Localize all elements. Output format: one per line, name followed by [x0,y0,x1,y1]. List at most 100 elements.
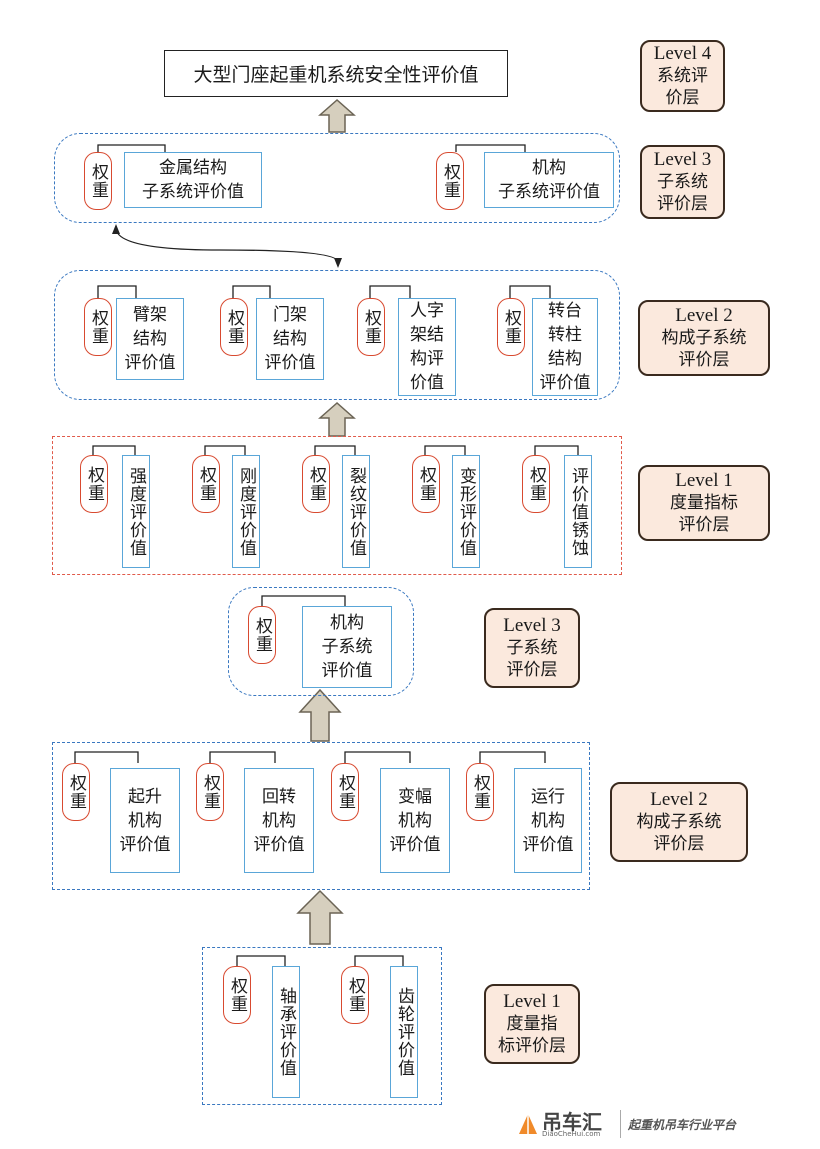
level-caption-1: 子系统 [506,638,558,658]
level-caption-2: 价层 [665,88,700,108]
portal-frame-structure-value: 门架 结构 评价值 [256,298,324,380]
weight-text: 权重 [526,466,546,502]
travel-mechanism-value: 运行 机构 评价值 [514,768,582,873]
level-number: Level 4 [653,43,712,64]
level-caption-2: 评价层 [506,660,558,680]
crack-value: 裂纹评价值 [342,455,370,568]
value-text: 机构 子系统 评价值 [321,613,373,681]
bearing-value: 轴承评价值 [272,966,300,1098]
level-number: Level 2 [675,305,733,326]
strength-value: 强度评价值 [122,455,150,568]
weight-text: 权重 [416,466,436,502]
weight-tag: 权重 [331,763,359,821]
weight-tag: 权重 [220,298,248,356]
weight-tag: 权重 [192,455,220,513]
level-tag-l2-bottom: Level 2 构成子系统 评价层 [610,782,748,862]
value-text: 轴承评价值 [276,987,296,1077]
weight-text: 权重 [196,466,216,502]
watermark-divider [620,1110,621,1138]
weight-text: 权重 [306,466,326,502]
value-text: 运行 机构 评价值 [522,786,574,855]
level-caption-2: 评价层 [678,350,730,370]
weight-tag: 权重 [223,966,251,1024]
system-safety-value-box: 大型门座起重机系统安全性评价值 [164,50,508,97]
value-text: 评价值锈蚀 [568,466,588,557]
weight-tag: 权重 [84,298,112,356]
mechanism-subsystem-value: 机构 子系统 评价值 [302,606,392,688]
level-caption-2: 评价层 [657,194,708,214]
level3-top-group [54,133,620,223]
weight-tag: 权重 [84,152,112,210]
weight-tag: 权重 [80,455,108,513]
weight-tag: 权重 [302,455,330,513]
level2-top-group [54,270,620,400]
deformation-value: 变形评价值 [452,455,480,568]
weight-text: 权重 [252,617,272,653]
level-caption-1: 构成子系统 [636,812,722,832]
weight-tag: 权重 [466,763,494,821]
value-text: 机构 子系统评价值 [498,158,600,202]
value-text: 臂架 结构 评价值 [124,305,176,373]
weight-tag: 权重 [341,966,369,1024]
value-text: 刚度评价值 [236,466,256,557]
weight-text: 权重 [88,309,108,345]
slewing-mechanism-value: 回转 机构 评价值 [244,768,314,873]
level-caption-1: 系统评 [657,66,708,86]
level-number: Level 3 [653,149,712,170]
brand-name: 吊车汇 [542,1110,602,1134]
value-text: 转台 转柱 结构 评价值 [539,301,591,393]
weight-tag: 权重 [196,763,224,821]
weight-text: 权重 [470,774,490,810]
value-text: 回转 机构 评价值 [253,786,305,855]
level-caption-2: 评价层 [653,834,705,854]
value-text: 变形评价值 [456,466,476,557]
level-caption-2: 评价层 [678,515,730,535]
value-text: 裂纹评价值 [346,466,366,557]
weight-text: 权重 [224,309,244,345]
value-text: 变幅 机构 评价值 [389,786,441,855]
a-frame-structure-value: 人字 架结 构评 价值 [398,298,456,396]
level-number: Level 1 [503,991,561,1012]
level-tag-l1-bottom: Level 1 度量指 标评价层 [484,984,580,1064]
level3-bottom-group [228,587,414,696]
weight-text: 权重 [361,309,381,345]
weight-text: 权重 [335,774,355,810]
value-text: 强度评价值 [126,466,146,557]
level-caption-1: 构成子系统 [661,328,747,348]
level-tag-l1-top: Level 1 度量指标 评价层 [638,465,770,541]
level-tag-l3-bottom: Level 3 子系统 评价层 [484,608,580,688]
weight-tag: 权重 [497,298,525,356]
level-caption-2: 标评价层 [498,1036,566,1056]
mechanism-subsystem-value: 机构 子系统评价值 [484,152,614,208]
level-number: Level 1 [675,470,733,491]
gear-value: 齿轮评价值 [390,966,418,1098]
crane-logo-icon [519,1114,537,1134]
value-text: 起升 机构 评价值 [119,786,171,855]
weight-text: 权重 [84,466,104,502]
level1-bottom-group [202,947,442,1105]
weight-tag: 权重 [248,606,276,664]
weight-tag: 权重 [436,152,464,210]
turntable-column-structure-value: 转台 转柱 结构 评价值 [532,298,598,396]
weight-text: 权重 [88,163,108,199]
system-safety-title: 大型门座起重机系统安全性评价值 [193,64,479,86]
corrosion-value: 评价值锈蚀 [564,455,592,568]
stiffness-value: 刚度评价值 [232,455,260,568]
metal-structure-subsystem-value: 金属结构 子系统评价值 [124,152,262,208]
level-tag-l4: Level 4 系统评 价层 [640,40,725,112]
level-caption-1: 子系统 [657,172,708,192]
weight-text: 权重 [66,774,86,810]
level-tag-l2-top: Level 2 构成子系统 评价层 [638,300,770,376]
weight-tag: 权重 [62,763,90,821]
level-caption-1: 度量指标 [670,493,738,513]
brand-slogan: 起重机吊车行业平台 [628,1118,737,1132]
jib-structure-value: 臂架 结构 评价值 [116,298,184,380]
weight-text: 权重 [200,774,220,810]
weight-text: 权重 [227,977,247,1013]
value-text: 门架 结构 评价值 [264,305,316,373]
value-text: 人字 架结 构评 价值 [410,301,444,393]
weight-text: 权重 [501,309,521,345]
level-tag-l3-top: Level 3 子系统 评价层 [640,145,725,219]
brand-domain: DiaoCheHui.com [542,1130,601,1138]
weight-text: 权重 [345,977,365,1013]
